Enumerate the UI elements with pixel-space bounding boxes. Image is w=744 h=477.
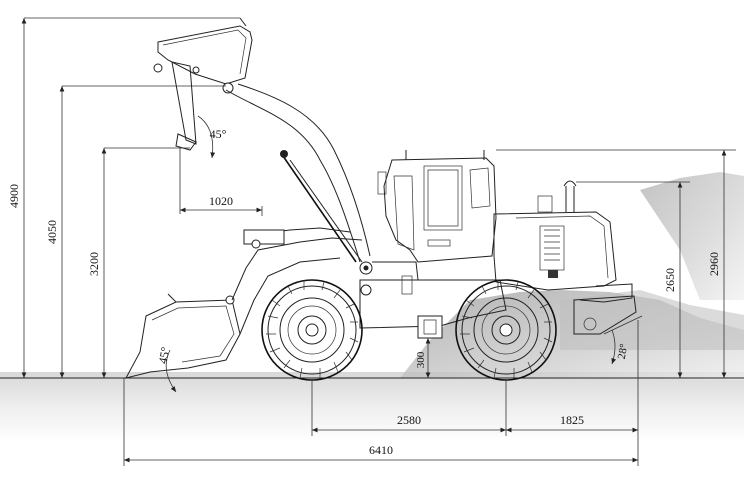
label-wheelbase: 2580	[397, 413, 421, 427]
lift-cylinder	[280, 150, 373, 275]
label-ground-clearance: 300	[415, 351, 427, 368]
background-scenery	[0, 172, 744, 442]
lowered-bucket	[125, 227, 372, 379]
dimension-lines	[21, 17, 736, 466]
label-dump-angle: 45°	[210, 127, 227, 141]
label-dump-clearance: 3200	[87, 252, 101, 276]
front-wheel	[261, 279, 363, 381]
rear-wheel	[455, 279, 557, 381]
label-cab-height: 2960	[707, 252, 721, 276]
label-max-height: 4900	[7, 184, 21, 208]
raised-bucket	[153, 17, 253, 94]
label-dump-reach: 1020	[209, 194, 233, 208]
label-departure-angle: 28°	[616, 343, 630, 360]
label-hinge-height: 4050	[45, 220, 59, 244]
label-rear-overhang: 1825	[560, 413, 584, 427]
dimension-labels: 4900 4050 3200 1020 45° 45° 300 2650 296…	[7, 127, 721, 457]
raised-boom	[171, 61, 371, 263]
label-rollback-angle: 45°	[156, 346, 173, 365]
label-overall-length: 6410	[369, 443, 393, 457]
machine-body	[359, 150, 637, 339]
label-exhaust-height: 2650	[663, 268, 677, 292]
